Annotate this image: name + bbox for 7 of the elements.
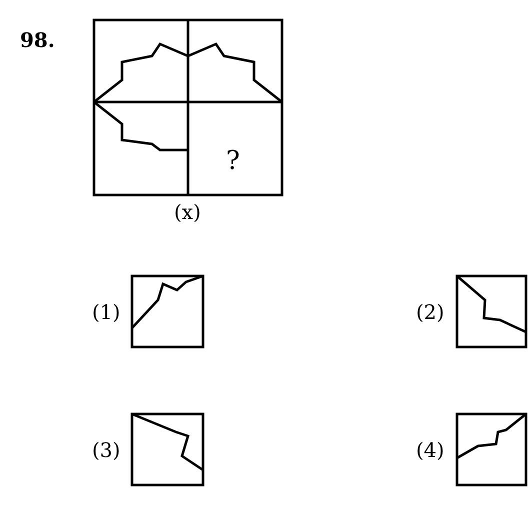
- option-label: (4): [416, 440, 444, 460]
- option-label: (1): [92, 302, 120, 322]
- question-number: 98.: [20, 30, 55, 50]
- question-mark: ?: [226, 148, 240, 174]
- option-label: (3): [92, 440, 120, 460]
- option-label: (2): [416, 302, 444, 322]
- figure-label: (x): [174, 202, 201, 222]
